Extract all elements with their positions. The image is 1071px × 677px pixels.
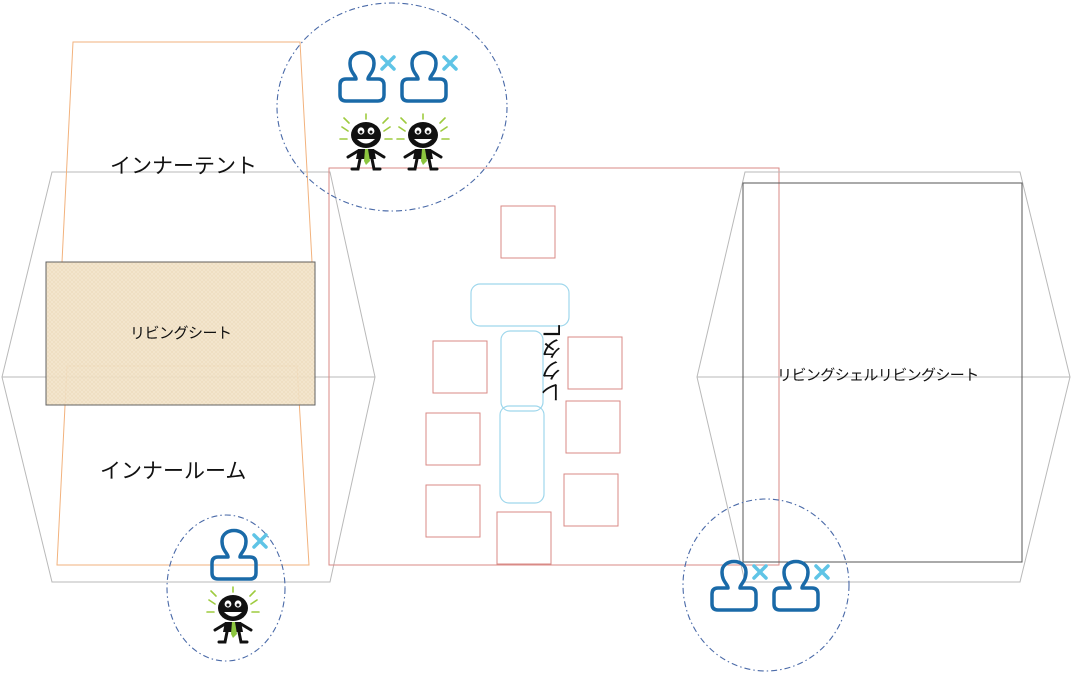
table-middle	[500, 330, 544, 412]
living-sheet-label: リビングシート	[130, 324, 232, 342]
chair-7	[563, 473, 619, 527]
group-top-circle	[276, 2, 508, 212]
group-bottom-left	[166, 514, 286, 662]
chair-4	[425, 484, 481, 538]
person-remove-icon	[710, 559, 768, 612]
chair-6	[565, 400, 621, 454]
inner-room-label: インナールーム	[100, 459, 247, 483]
group-bottom-right-circle	[682, 498, 850, 672]
cartoon-person-icon	[205, 585, 261, 644]
group-bottom-left-circle	[166, 514, 286, 662]
chair-8	[496, 511, 552, 565]
chair-1	[500, 205, 556, 259]
table-top	[470, 283, 570, 327]
chair-3	[425, 412, 481, 466]
chair-5	[567, 336, 623, 390]
table-bottom	[499, 405, 545, 504]
inner-tent-label: インナーテント	[110, 154, 257, 178]
group-top	[276, 2, 508, 212]
right-shelter	[696, 171, 1071, 583]
rectangle-label: レクタL	[541, 325, 566, 404]
cartoon-person-icon	[338, 112, 394, 171]
left-tent	[1, 41, 376, 583]
living-shell-sheet-label: リビングシェルリビングシート	[777, 366, 979, 384]
living-sheet	[45, 261, 316, 406]
chair-2	[432, 340, 488, 394]
group-bottom-right	[682, 498, 850, 672]
person-remove-icon	[400, 50, 458, 103]
shelter-living-sheet-outline	[742, 182, 1023, 563]
person-remove-icon	[772, 559, 830, 612]
rectangle-tarp-outline	[328, 167, 780, 566]
person-remove-icon	[338, 50, 396, 103]
person-remove-icon	[210, 528, 268, 581]
cartoon-person-icon	[395, 112, 451, 171]
rectangle-tarp-area	[328, 167, 780, 566]
